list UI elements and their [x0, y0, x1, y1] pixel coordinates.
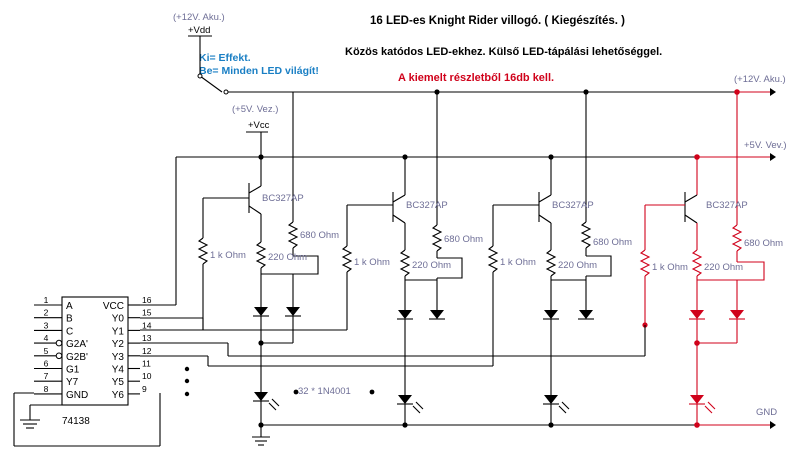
ext-resistor-label-3: 680 Ohm [593, 237, 632, 248]
chip-pin-number: 11 [142, 359, 151, 369]
vdd-label: +Vdd [188, 25, 210, 36]
transistor-label-1: BC327AP [262, 193, 304, 204]
chip-pin-number: 3 [44, 320, 49, 330]
chip-pin-number: 5 [44, 346, 49, 356]
rail-12v [228, 88, 776, 96]
chip-pin-name: VCC [103, 301, 124, 312]
transistor-label-3: BC327AP [552, 200, 594, 211]
chip-pin-number: 7 [44, 371, 49, 381]
chip-pin-name: Y4 [112, 365, 125, 376]
led-resistor-label-3: 220 Ohm [558, 260, 597, 271]
decoder-output-wires [14, 317, 646, 447]
mode-switch [197, 36, 229, 95]
chip-pin-number: 6 [44, 359, 49, 369]
chip-pin-number: 8 [44, 384, 49, 394]
transistor-label-4: BC327AP [706, 200, 748, 211]
chip-pin-number: 13 [142, 333, 152, 343]
led-stage-2 [341, 92, 463, 425]
chip-pin-name: Y1 [112, 326, 125, 337]
chip-pin-number: 1 [44, 295, 49, 305]
chip-pin-name: Y3 [112, 352, 125, 363]
transistor-label-2: BC327AP [406, 200, 448, 211]
chip-pin-name: Y2 [112, 339, 125, 350]
ext-resistor-label-4: 680 Ohm [744, 238, 783, 249]
chip-pin-name: GND [66, 390, 88, 401]
chip-part-label: 74138 [62, 416, 90, 427]
chip-pin-name: G2B' [66, 352, 88, 363]
chip-pin-name: A [66, 301, 73, 312]
chip-pin-number: 14 [142, 320, 152, 330]
led-stage-3 [487, 92, 612, 425]
rail-5v [176, 153, 776, 161]
inverting-bubble [55, 339, 63, 347]
inverting-bubble [55, 352, 63, 360]
chip-pin-name: Y0 [112, 314, 125, 325]
led-stage-4-highlight [639, 92, 765, 425]
chip-pin-number: 16 [142, 295, 152, 305]
rail-gnd-label: GND [756, 407, 777, 418]
rail-5v-vez-label: (+5V. Vez.) [232, 104, 278, 115]
base-resistor-label-2: 1 k Ohm [354, 257, 390, 268]
base-resistor-label-3: 1 k Ohm [500, 257, 536, 268]
chip-pin-number: 15 [142, 308, 152, 318]
chip-pin-number: 10 [142, 371, 152, 381]
ext-resistor-label-2: 680 Ohm [444, 234, 483, 245]
switch-label-ki: Ki= Effekt. [199, 52, 251, 64]
vcc-label: +Vcc [248, 120, 270, 131]
chip-pin-number: 12 [142, 346, 152, 356]
ext-resistor-label-1: 680 Ohm [300, 230, 339, 241]
rail-12v-label: (+12V. Aku.) [734, 74, 786, 85]
chip-pin-number: 2 [44, 308, 49, 318]
base-resistor-label-1: 1 k Ohm [210, 250, 246, 261]
led-resistor-label-1: 220 Ohm [268, 252, 307, 263]
highlight-note: A kiemelt részletből 16db kell. [398, 72, 554, 84]
chip-pin-number: 9 [142, 384, 147, 394]
vdd-supply-note: (+12V. Aku.) [173, 12, 225, 23]
chip-pin-name: G2A' [66, 339, 88, 350]
chip-pin-number: 4 [44, 333, 49, 343]
chip-pin-name: C [66, 326, 73, 337]
decoder-chip-74138 [13, 296, 129, 446]
switch-label-be: Be= Minden LED világít! [199, 65, 319, 77]
led-resistor-label-2: 220 Ohm [412, 260, 451, 271]
chip-pin-name: B [66, 314, 73, 325]
rail-5v-vev-label: +5V. Vev.) [744, 140, 787, 151]
title-text: 16 LED-es Knight Rider villogó. ( Kiegés… [370, 15, 625, 27]
base-resistor-label-4: 1 k Ohm [652, 262, 688, 273]
chip-pin-name: Y5 [112, 377, 125, 388]
chip-pin-name: Y7 [66, 377, 79, 388]
chip-pin-name: G1 [66, 365, 80, 376]
chip-pin-name: Y6 [112, 390, 125, 401]
subtitle-text: Közös katódos LED-ekhez. Külső LED-tápál… [345, 46, 662, 58]
diode-count-note: 32 * 1N4001 [298, 386, 351, 397]
led-resistor-label-4: 220 Ohm [704, 262, 743, 273]
